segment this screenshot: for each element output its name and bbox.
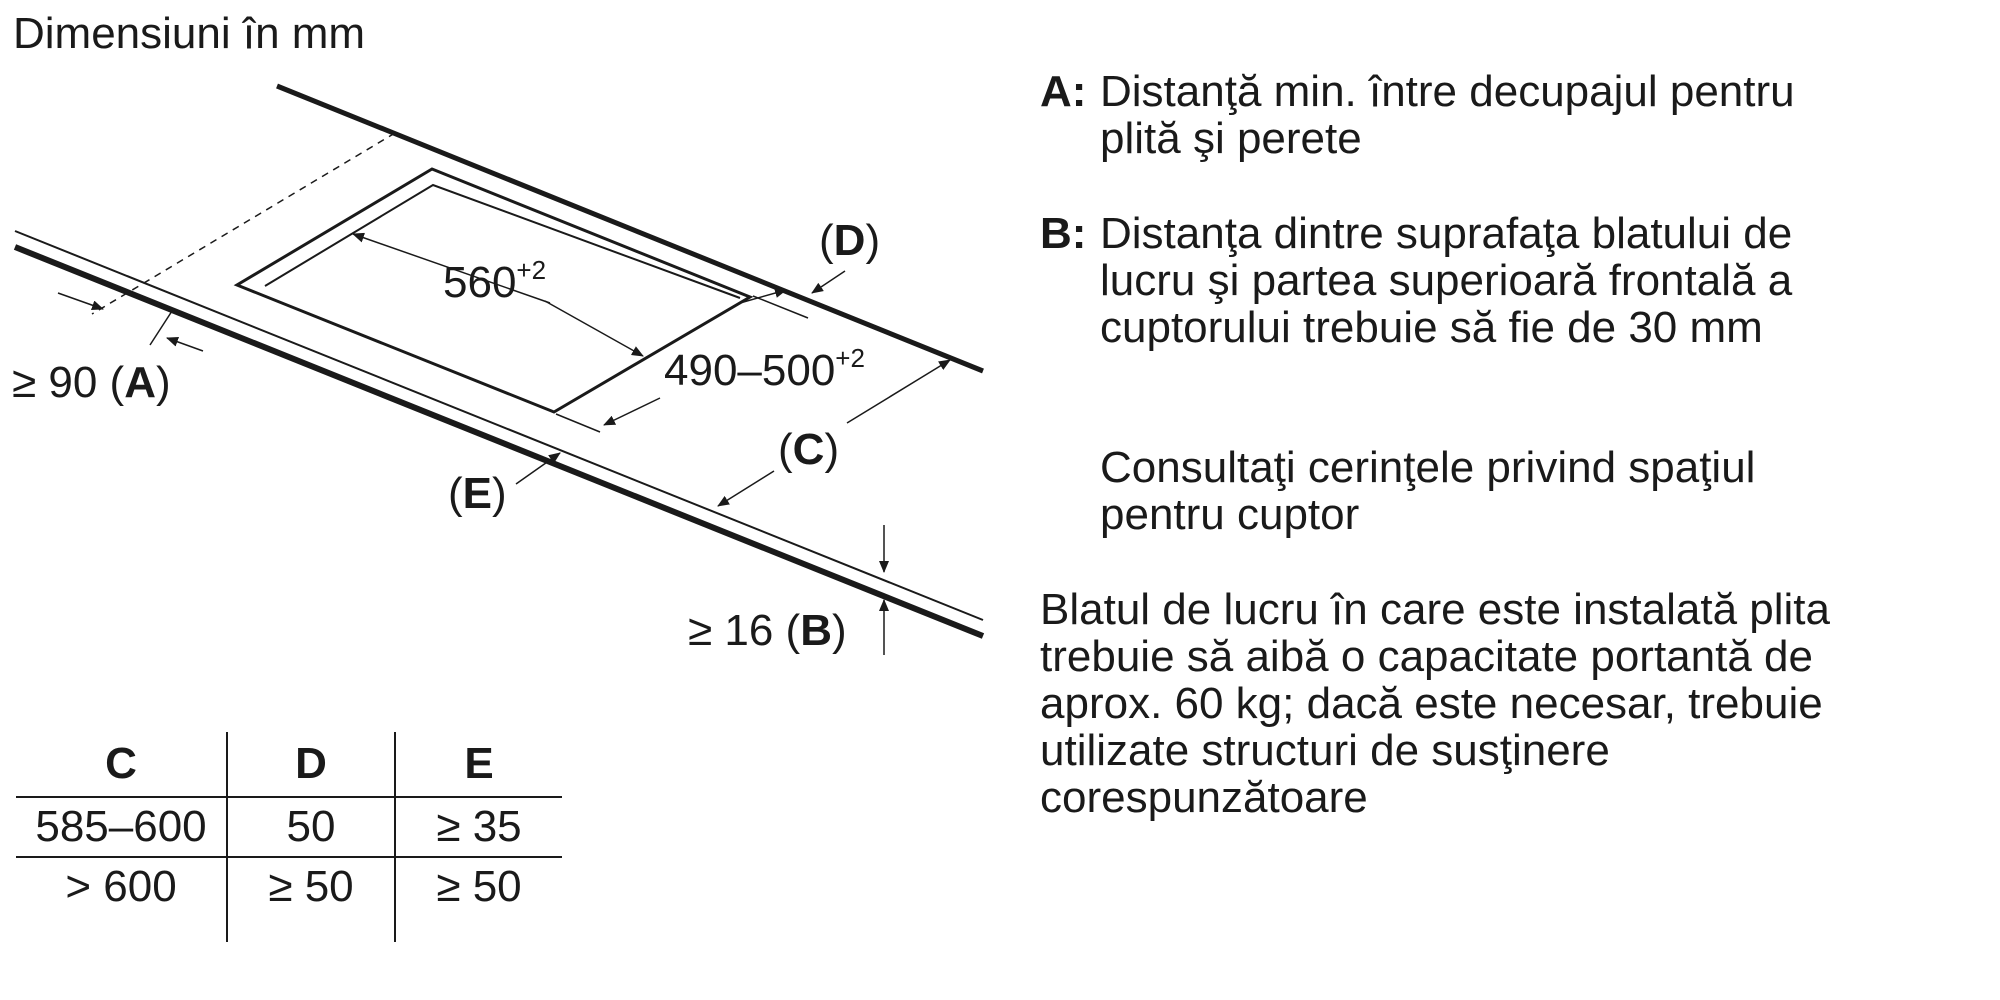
width-dimension-label: 560+2	[443, 255, 546, 307]
table-tail	[16, 916, 562, 942]
table-header: C	[105, 739, 137, 788]
table-spacer	[394, 916, 562, 942]
table-header-row: C D E	[16, 732, 562, 797]
a-arrow	[166, 337, 204, 352]
note-worktop-text: Blatul de lucru în care este instalată p…	[1040, 585, 1831, 822]
note-b: B: Distanţa dintre suprafaţa blatului de…	[1040, 210, 1980, 351]
note-a-text: Distanţă min. între decupajul pentru pli…	[1100, 67, 1795, 163]
label-b: ≥ 16 (B)	[688, 606, 847, 655]
table-spacer	[16, 916, 227, 942]
note-oven-text: Consultaţi cerinţele privind spaţiul pen…	[1100, 443, 1756, 539]
label-e: (E)	[448, 469, 507, 518]
worktop-top-edge	[14, 230, 984, 621]
table-row: > 600 ≥ 50 ≥ 50	[16, 856, 562, 916]
table-cell: 50	[226, 796, 395, 857]
width-dimension-line	[544, 300, 644, 357]
note-a: A: Distanţă min. între decupajul pentru …	[1040, 68, 1980, 162]
label-d: (D)	[819, 216, 880, 265]
table-cell: ≥ 35	[394, 796, 562, 857]
note-b-key: B:	[1040, 209, 1087, 258]
table-row: 585–600 50 ≥ 35	[16, 796, 562, 857]
depth-dimension-line	[603, 397, 661, 426]
c-arrow	[846, 359, 951, 424]
depth-ext-line	[555, 413, 601, 433]
depth-dimension-line	[739, 288, 787, 304]
label-c: (C)	[778, 425, 839, 474]
table-cell: ≥ 50	[226, 856, 395, 916]
width-dimension-line	[352, 232, 551, 304]
table-cell: > 600	[16, 856, 227, 916]
note-oven: Consultaţi cerinţele privind spaţiul pen…	[1040, 444, 1980, 538]
label-a: ≥ 90 (A)	[12, 358, 171, 407]
note-b-text: Distanţa dintre suprafaţa blatului de lu…	[1100, 209, 1793, 352]
table-cell: ≥ 50	[394, 856, 562, 916]
depth-ext-line	[752, 295, 809, 319]
a-arrow	[57, 292, 104, 311]
worktop-bottom-edge	[13, 244, 985, 639]
units-title: Dimensiuni în mm	[13, 9, 365, 58]
cutout-outline	[233, 167, 754, 414]
table-header: E	[394, 732, 562, 797]
note-worktop: Blatul de lucru în care este instalată p…	[1040, 586, 1980, 821]
cutout-inner-edge	[264, 183, 741, 299]
wall-reference-dashed	[91, 132, 396, 315]
e-arrow	[515, 452, 561, 485]
table-header: D	[226, 732, 395, 797]
d-arrow	[811, 270, 846, 294]
table-cell: 585–600	[16, 796, 227, 857]
c-arrow	[717, 470, 775, 507]
table-spacer	[226, 916, 395, 942]
note-a-key: A:	[1040, 67, 1087, 116]
depth-dimension-label: 490–500+2	[664, 343, 865, 395]
a-ext-line	[149, 310, 173, 346]
dimensions-table: C D E 585–600 50 ≥ 35 > 600 ≥ 50 ≥ 50	[16, 732, 562, 942]
